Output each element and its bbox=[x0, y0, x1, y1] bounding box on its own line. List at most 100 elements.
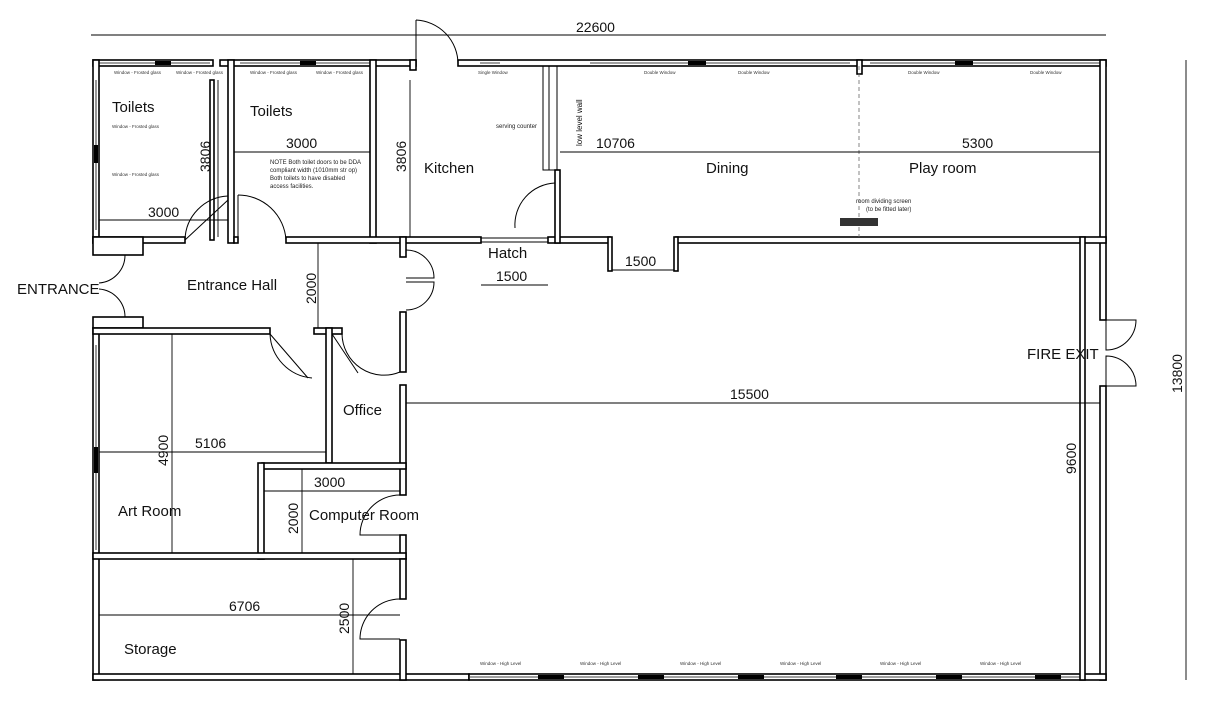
door-swing-kitchen-inner bbox=[514, 182, 556, 229]
wall-divider-stub bbox=[856, 59, 863, 75]
window-sash bbox=[955, 61, 973, 65]
door-swing-hall-lower bbox=[405, 281, 435, 311]
wall-office-right-upper bbox=[399, 311, 407, 373]
annotation-toilet-note-1: NOTE Both toilet doors to be DDA bbox=[270, 160, 361, 166]
window-sash bbox=[936, 675, 962, 679]
room-label-art-room: Art Room bbox=[118, 503, 181, 520]
dimension-lines bbox=[91, 34, 1187, 680]
window-tag: Double Window bbox=[908, 70, 940, 75]
window-tag: Double Window bbox=[1030, 70, 1062, 75]
room-label-dining: Dining bbox=[706, 160, 749, 177]
annotation-toilet-note-3: Both toilets to have disabled bbox=[270, 176, 345, 182]
room-label-play-room: Play room bbox=[909, 160, 977, 177]
door-swing-entrance-upper bbox=[98, 254, 126, 284]
room-label-computer-room: Computer Room bbox=[309, 507, 419, 524]
door-swing-office bbox=[341, 333, 401, 376]
room-label-entrance: ENTRANCE bbox=[17, 281, 100, 298]
room-label-office: Office bbox=[343, 402, 382, 419]
dim-label-overall-depth: 13800 bbox=[1169, 354, 1185, 393]
dimension-labels: 22600 13800 3806 3000 3000 3806 10706 53… bbox=[148, 19, 1185, 634]
outer-walls bbox=[92, 59, 1107, 681]
dividing-screen-stack bbox=[840, 218, 878, 226]
dim-label-playroom-width: 5300 bbox=[962, 135, 993, 151]
door-leaf-office bbox=[331, 333, 359, 374]
wall-kitchen-stub bbox=[554, 169, 561, 244]
wall-kitchen-post bbox=[409, 59, 417, 71]
window-tag: Window - Frosted glass bbox=[316, 70, 364, 75]
window-sash bbox=[836, 675, 862, 679]
window-tag: Double Window bbox=[738, 70, 770, 75]
wall-entrance-bottom-stub bbox=[92, 316, 144, 329]
door-swing-storage bbox=[359, 598, 401, 640]
wall-opening-right bbox=[673, 236, 679, 272]
wall-hall-bottom-left bbox=[92, 327, 271, 335]
wall-office-left bbox=[325, 327, 333, 464]
wall-storage-right-upper bbox=[399, 558, 407, 600]
door-swing-hall-upper bbox=[405, 249, 435, 279]
window-sash bbox=[1035, 675, 1061, 679]
window-tag: Window - High Level bbox=[780, 661, 821, 666]
wall-entrance-top-stub bbox=[92, 236, 144, 256]
annotation-toilet-note-2: compliant width (1010mm str op) bbox=[270, 168, 357, 174]
window-sash bbox=[638, 675, 664, 679]
dim-label-overall-width: 22600 bbox=[576, 19, 615, 35]
door-swing-entrance-lower bbox=[98, 288, 126, 318]
room-label-fire-exit: FIRE EXIT bbox=[1027, 346, 1099, 363]
wall-computer-left bbox=[257, 462, 265, 560]
wall-dining-bottom bbox=[675, 236, 1107, 244]
dim-label-toilets-left-width: 3000 bbox=[148, 204, 179, 220]
dim-label-kitchen-height: 3806 bbox=[393, 141, 409, 172]
dim-label-computer-width: 3000 bbox=[314, 474, 345, 490]
annotation-serving-counter: serving counter bbox=[496, 124, 537, 130]
wall-right-upper bbox=[1099, 59, 1107, 321]
wall-toilets-partition bbox=[227, 59, 235, 244]
window-tag: Window - Frosted glass bbox=[250, 70, 298, 75]
door-swing-fire-upper bbox=[1105, 319, 1137, 351]
window-sash bbox=[94, 447, 98, 473]
dim-label-dining-width: 10706 bbox=[596, 135, 635, 151]
wall-toilets-right bbox=[369, 59, 377, 244]
annotation-dividing-screen-2: (to be fitted later) bbox=[866, 207, 911, 213]
wall-storage-right-lower bbox=[399, 639, 407, 681]
internal-walls bbox=[92, 59, 1107, 681]
dim-label-storage-width: 6706 bbox=[229, 598, 260, 614]
annotations: serving counter low level wall NOTE Both… bbox=[270, 99, 911, 213]
window-sash bbox=[300, 61, 316, 65]
dim-label-toilets-right-width: 3000 bbox=[286, 135, 317, 151]
room-label-toilets-right: Toilets bbox=[250, 103, 293, 120]
annotation-toilet-note-4: access facilities. bbox=[270, 184, 314, 190]
wall-hall-right-stub bbox=[399, 236, 407, 258]
serving-counter-fixture bbox=[542, 65, 558, 171]
door-leaf-artroom bbox=[269, 333, 309, 379]
dim-label-toilets-height: 3806 bbox=[197, 141, 213, 172]
wall-opening-left bbox=[607, 236, 613, 272]
annotation-dividing-screen-1: room dividing screen bbox=[856, 199, 911, 205]
fixtures bbox=[542, 65, 878, 237]
room-label-kitchen: Kitchen bbox=[424, 160, 474, 177]
wall-right-lower bbox=[1099, 385, 1107, 681]
door-swing-toilet-right bbox=[237, 194, 287, 241]
door-swing-artroom bbox=[269, 333, 313, 379]
door-swing-computer bbox=[359, 494, 401, 536]
door-swing-kitchen-top bbox=[415, 19, 459, 65]
room-labels: Toilets Toilets Kitchen Dining Play room… bbox=[17, 99, 1099, 658]
room-label-hatch: Hatch bbox=[488, 245, 527, 262]
window-tag: Single Window bbox=[478, 70, 509, 75]
wall-toilets-inner bbox=[209, 79, 215, 241]
dim-label-computer-depth: 2000 bbox=[285, 503, 301, 534]
dim-label-artroom-width: 5106 bbox=[195, 435, 226, 451]
window-tag: Window - Frosted glass bbox=[112, 124, 160, 129]
dim-label-storage-depth: 2500 bbox=[336, 603, 352, 634]
window-tag: Window - High Level bbox=[580, 661, 621, 666]
dim-label-opening-width: 1500 bbox=[625, 253, 656, 269]
window-tag: Window - High Level bbox=[880, 661, 921, 666]
window-tag: Double Window bbox=[644, 70, 676, 75]
window-tag: Window - Frosted glass bbox=[112, 172, 160, 177]
wall-bottom-left bbox=[92, 673, 470, 681]
room-label-toilets-left: Toilets bbox=[112, 99, 155, 116]
wall-hall-right-line bbox=[1079, 236, 1086, 681]
window-sash bbox=[738, 675, 764, 679]
dim-label-hatch-width: 1500 bbox=[496, 268, 527, 284]
